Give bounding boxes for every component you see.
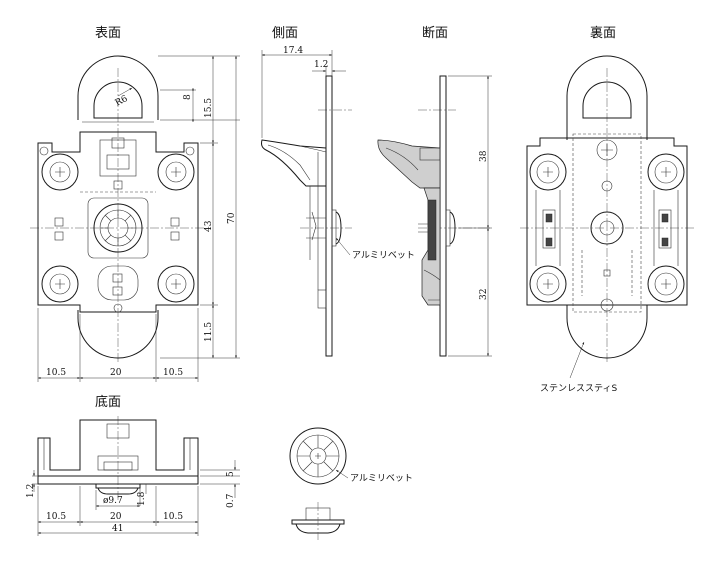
dim-section-38: 38 [479, 150, 489, 162]
note-rivet-side: アルミリベット [352, 251, 415, 261]
dim-front-w10-5-left: 10.5 [46, 368, 66, 378]
dim-front-70: 70 [227, 212, 237, 224]
dim-front-43: 43 [204, 220, 214, 232]
rivet-detail: アルミリベット [289, 427, 413, 540]
dim-side-1-2: 1.2 [314, 60, 328, 70]
dim-bottom-dia9-7: ø9.7 [103, 496, 123, 506]
dim-front-15-5: 15.5 [204, 98, 214, 118]
dim-front-w20: 20 [110, 368, 122, 378]
view-title-bottom: 底面 [95, 394, 121, 410]
note-stainless: ステンレススティS [540, 383, 617, 394]
dim-bottom-w10-5-left: 10.5 [46, 512, 66, 522]
dim-bottom-1-2: 1.2 [26, 484, 36, 498]
dim-front-8: 8 [183, 94, 193, 100]
dim-front-r6: R6 [114, 94, 130, 109]
back-view: ステンレススティS [520, 55, 695, 394]
dim-bottom-5: 5 [226, 471, 236, 477]
front-view: R6 8 15.5 43 11.5 70 10.5 20 10.5 [30, 55, 240, 382]
dim-front-11-5: 11.5 [204, 322, 214, 342]
side-view: アルミリベット 17.4 1.2 [261, 46, 415, 357]
dim-bottom-w20: 20 [110, 512, 122, 522]
dim-side-17-4: 17.4 [283, 46, 303, 56]
view-title-side: 側面 [272, 26, 298, 41]
dim-bottom-0-7: 0.7 [226, 493, 236, 508]
view-title-front: 表面 [95, 26, 121, 41]
dim-bottom-1-8: 1.8 [137, 491, 147, 506]
note-rivet-detail: アルミリベット [350, 474, 413, 484]
dim-bottom-w10-5-right: 10.5 [163, 512, 183, 522]
dim-front-w10-5-right: 10.5 [163, 368, 183, 378]
section-view: 38 32 [377, 75, 492, 357]
dim-section-32: 32 [479, 289, 489, 300]
view-title-section: 断面 [422, 26, 448, 41]
dim-bottom-w41: 41 [112, 524, 123, 534]
bottom-view: 1.2 5 0.7 1.8 ø9.7 10.5 20 10.5 41 [26, 416, 240, 536]
view-title-back: 裏面 [590, 26, 616, 41]
